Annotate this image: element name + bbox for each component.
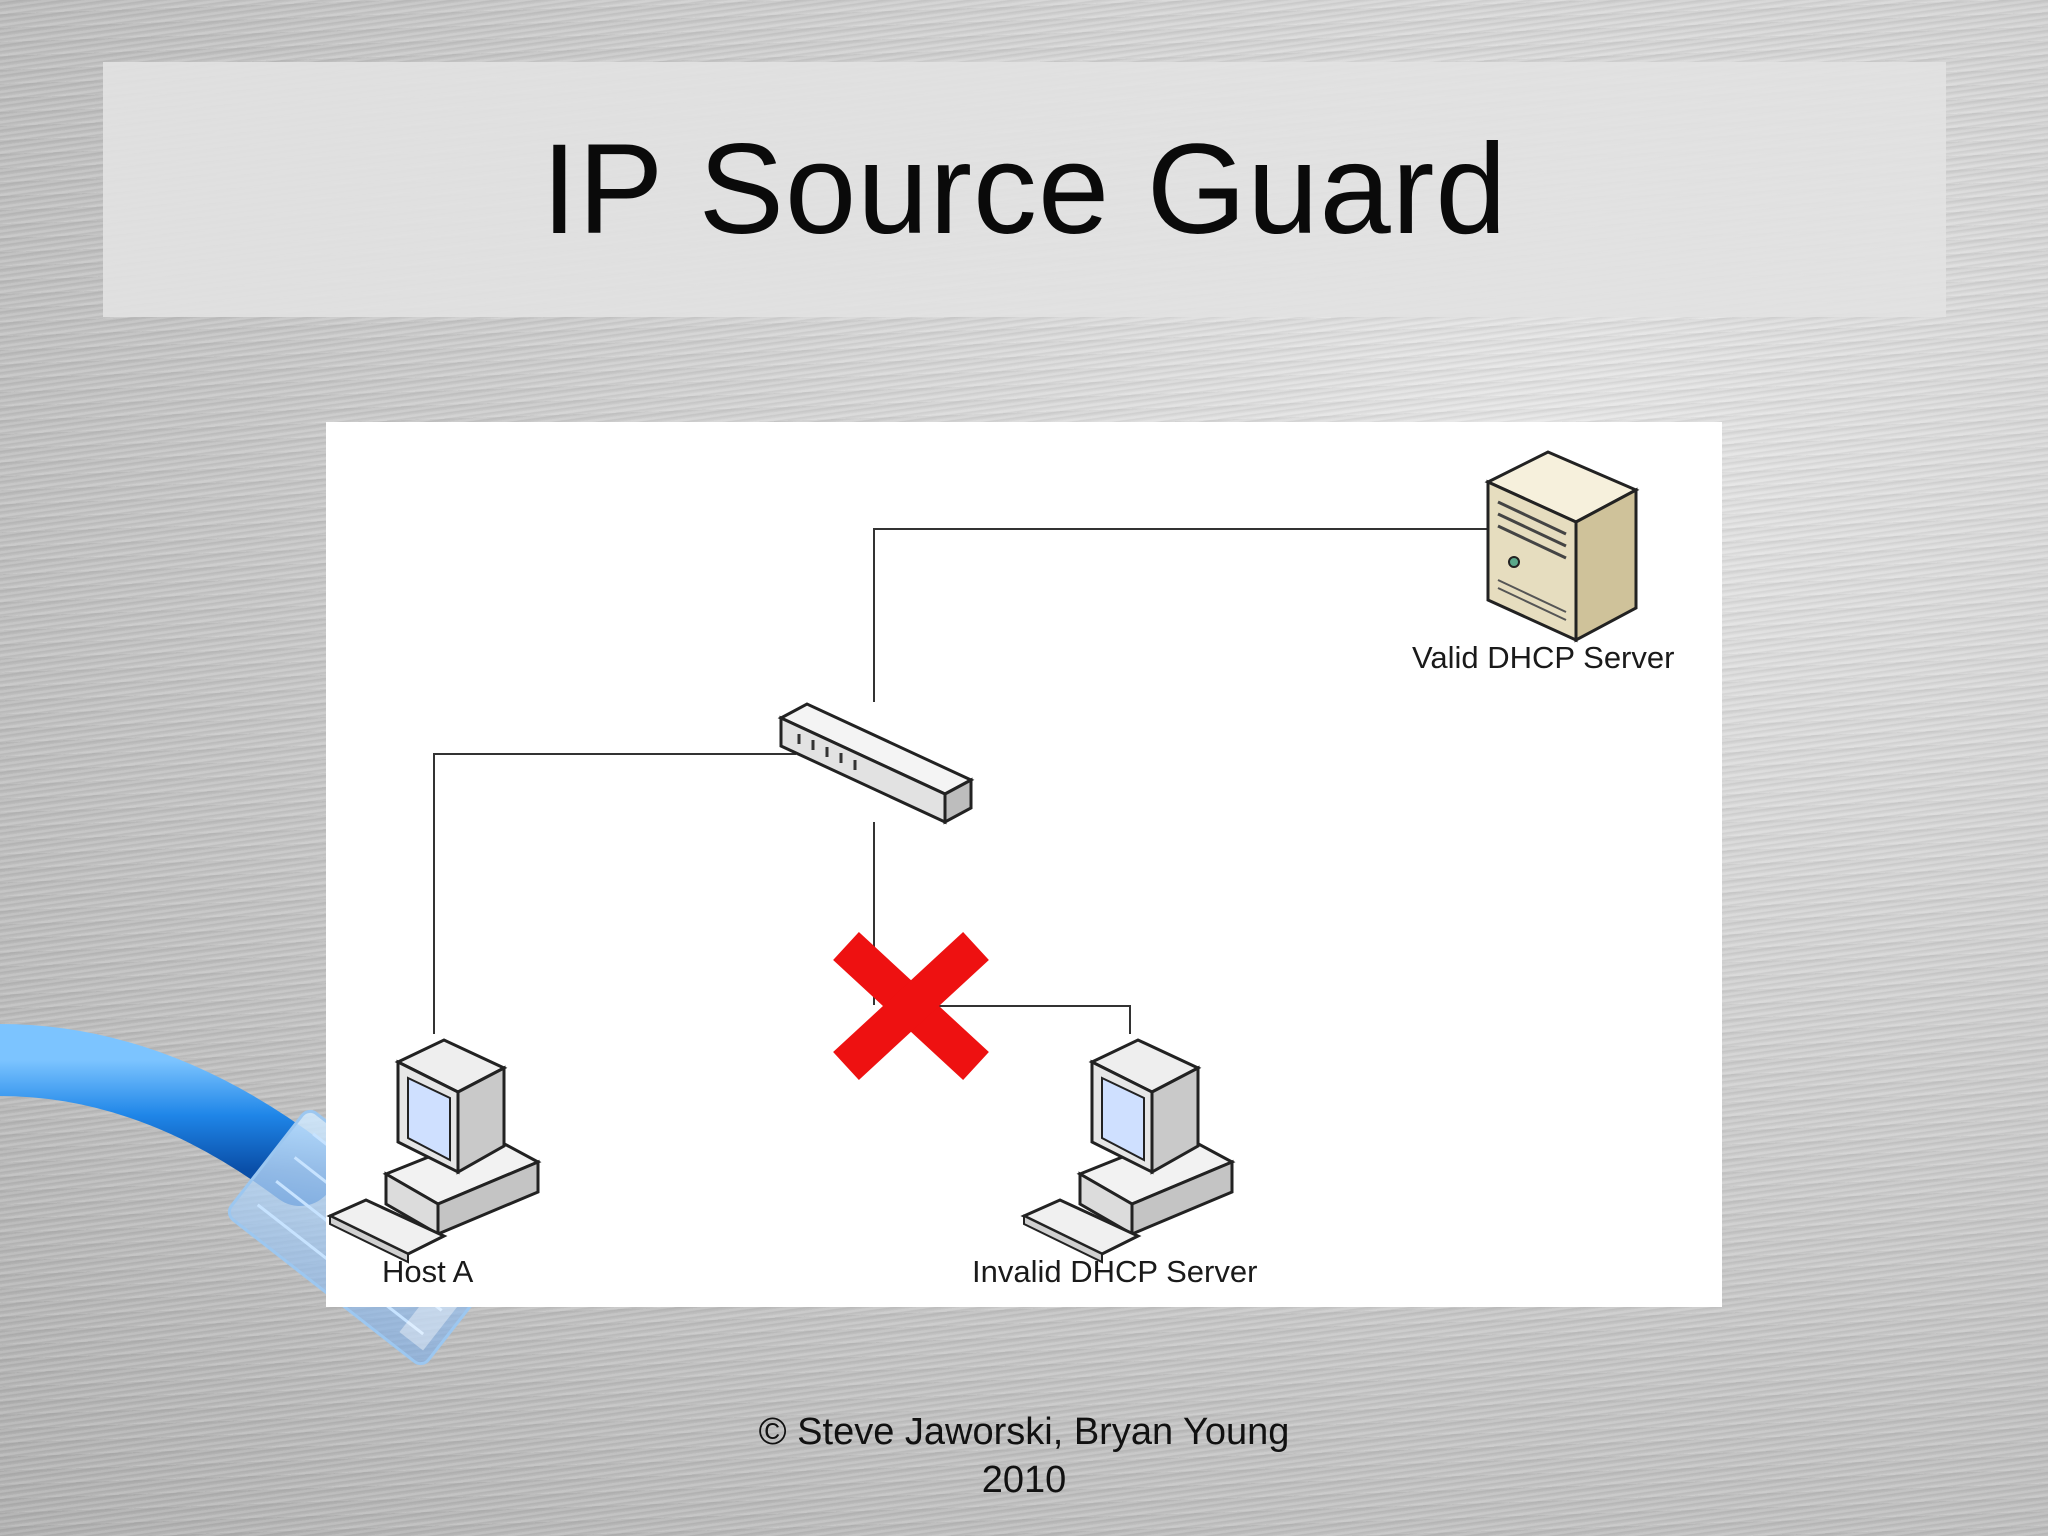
- host-a-label: Host A: [382, 1254, 474, 1289]
- desktop-computer-icon: [326, 1038, 542, 1264]
- server-tower-icon: [1484, 450, 1640, 643]
- title-bar: IP Source Guard: [103, 62, 1946, 317]
- red-x-icon: [833, 932, 989, 1080]
- valid-dhcp-server-label: Valid DHCP Server: [1412, 640, 1675, 675]
- network-diagram: Valid DHCP Server Host A Invalid DHCP Se…: [326, 422, 1722, 1307]
- link-switch-to-host-a: [433, 753, 796, 1034]
- diagram-canvas: [326, 450, 1640, 1264]
- link-switch-to-valid-server: [873, 528, 1488, 702]
- link-blocked-to-invalid-server: [916, 1005, 1131, 1034]
- slide-title: IP Source Guard: [541, 118, 1508, 261]
- copyright-footer: © Steve Jaworski, Bryan Young 2010: [0, 1408, 2048, 1504]
- desktop-computer-icon: [1020, 1038, 1236, 1264]
- footer-line-authors: © Steve Jaworski, Bryan Young: [758, 1411, 1290, 1453]
- invalid-dhcp-server-label: Invalid DHCP Server: [972, 1254, 1258, 1289]
- network-switch-icon: [777, 702, 975, 825]
- footer-line-year: 2010: [981, 1459, 1067, 1501]
